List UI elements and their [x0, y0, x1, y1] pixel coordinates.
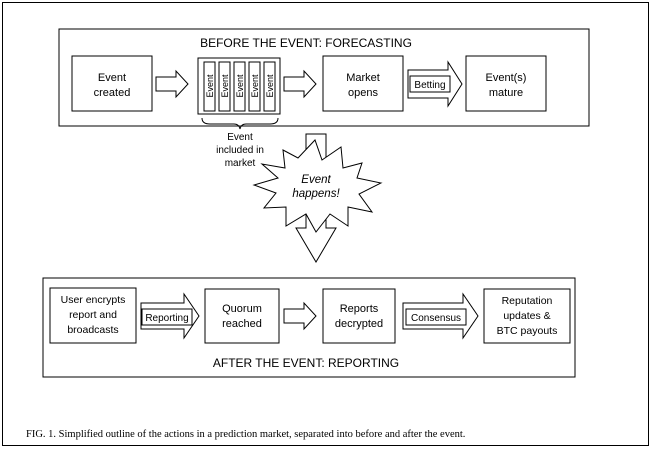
- user-encrypts-line-3: broadcasts: [67, 324, 118, 336]
- betting-label-box: [409, 75, 451, 93]
- event-stack-item-2: [218, 61, 231, 112]
- events-mature-line-1: Event(s): [486, 72, 527, 84]
- consensus-label-box: [405, 308, 467, 326]
- reputation-box: [483, 288, 571, 344]
- reports-decrypted-box: [322, 288, 396, 344]
- event-stack-item-5: [263, 61, 276, 112]
- event-stack-label-5: Event: [265, 74, 275, 98]
- reporting-label-box: [141, 308, 193, 326]
- event-happens-line-1: Event: [301, 174, 331, 186]
- event-stack-label-1: Event: [205, 74, 215, 98]
- user-encrypts-line-1: User encrypts: [61, 294, 126, 306]
- quorum-line-2: reached: [222, 318, 262, 330]
- arrow-created-to-stack: [155, 69, 189, 99]
- market-opens-box: [322, 55, 404, 112]
- event-created-line-2: created: [94, 87, 131, 99]
- arrow-stack-to-market: [283, 69, 317, 99]
- after-section-frame: [42, 277, 576, 378]
- reports-decrypted-line-2: decrypted: [335, 318, 383, 330]
- event-created-box: [71, 55, 153, 112]
- included-note-line-1: Event: [227, 132, 253, 143]
- reporting-label: Reporting: [145, 313, 188, 324]
- figure-caption: FIG. 1. Simplified outline of the action…: [26, 429, 465, 440]
- event-stack-item-3: [233, 61, 246, 112]
- market-opens-line-2: opens: [348, 87, 378, 99]
- reputation-line-1: Reputation: [502, 295, 553, 307]
- event-happens-starburst: [252, 139, 383, 233]
- included-note-line-2: included in: [216, 145, 264, 156]
- event-stack-label-4: Event: [250, 74, 260, 98]
- event-stack-items: Event Event Event Event Event: [203, 61, 276, 112]
- after-section-title: AFTER THE EVENT: REPORTING: [213, 356, 399, 370]
- events-mature-box: [465, 55, 547, 112]
- user-encrypts-box: [49, 287, 137, 344]
- events-mature-line-2: mature: [489, 87, 523, 99]
- quorum-line-1: Quorum: [222, 303, 262, 315]
- before-section-title: BEFORE THE EVENT: FORECASTING: [200, 36, 412, 50]
- event-stack-item-4: [248, 61, 261, 112]
- reports-decrypted-line-1: Reports: [340, 303, 379, 315]
- event-created-line-1: Event: [98, 72, 126, 84]
- stack-brace: [201, 117, 279, 130]
- user-encrypts-line-2: report and: [69, 309, 117, 321]
- event-stack-label-2: Event: [220, 74, 230, 98]
- reputation-line-2: updates &: [503, 310, 550, 322]
- betting-label: Betting: [414, 80, 445, 91]
- reputation-line-3: BTC payouts: [497, 325, 558, 337]
- event-stack-item-1: [203, 61, 216, 112]
- event-happens-line-2: happens!: [292, 188, 340, 200]
- included-note-line-3: market: [225, 158, 256, 169]
- arrow-quorum-to-reports: [283, 301, 317, 331]
- quorum-reached-box: [204, 288, 280, 344]
- before-section-frame: [58, 28, 590, 127]
- market-opens-line-1: Market: [346, 72, 380, 84]
- consensus-label: Consensus: [411, 313, 461, 324]
- event-stack-label-3: Event: [235, 74, 245, 98]
